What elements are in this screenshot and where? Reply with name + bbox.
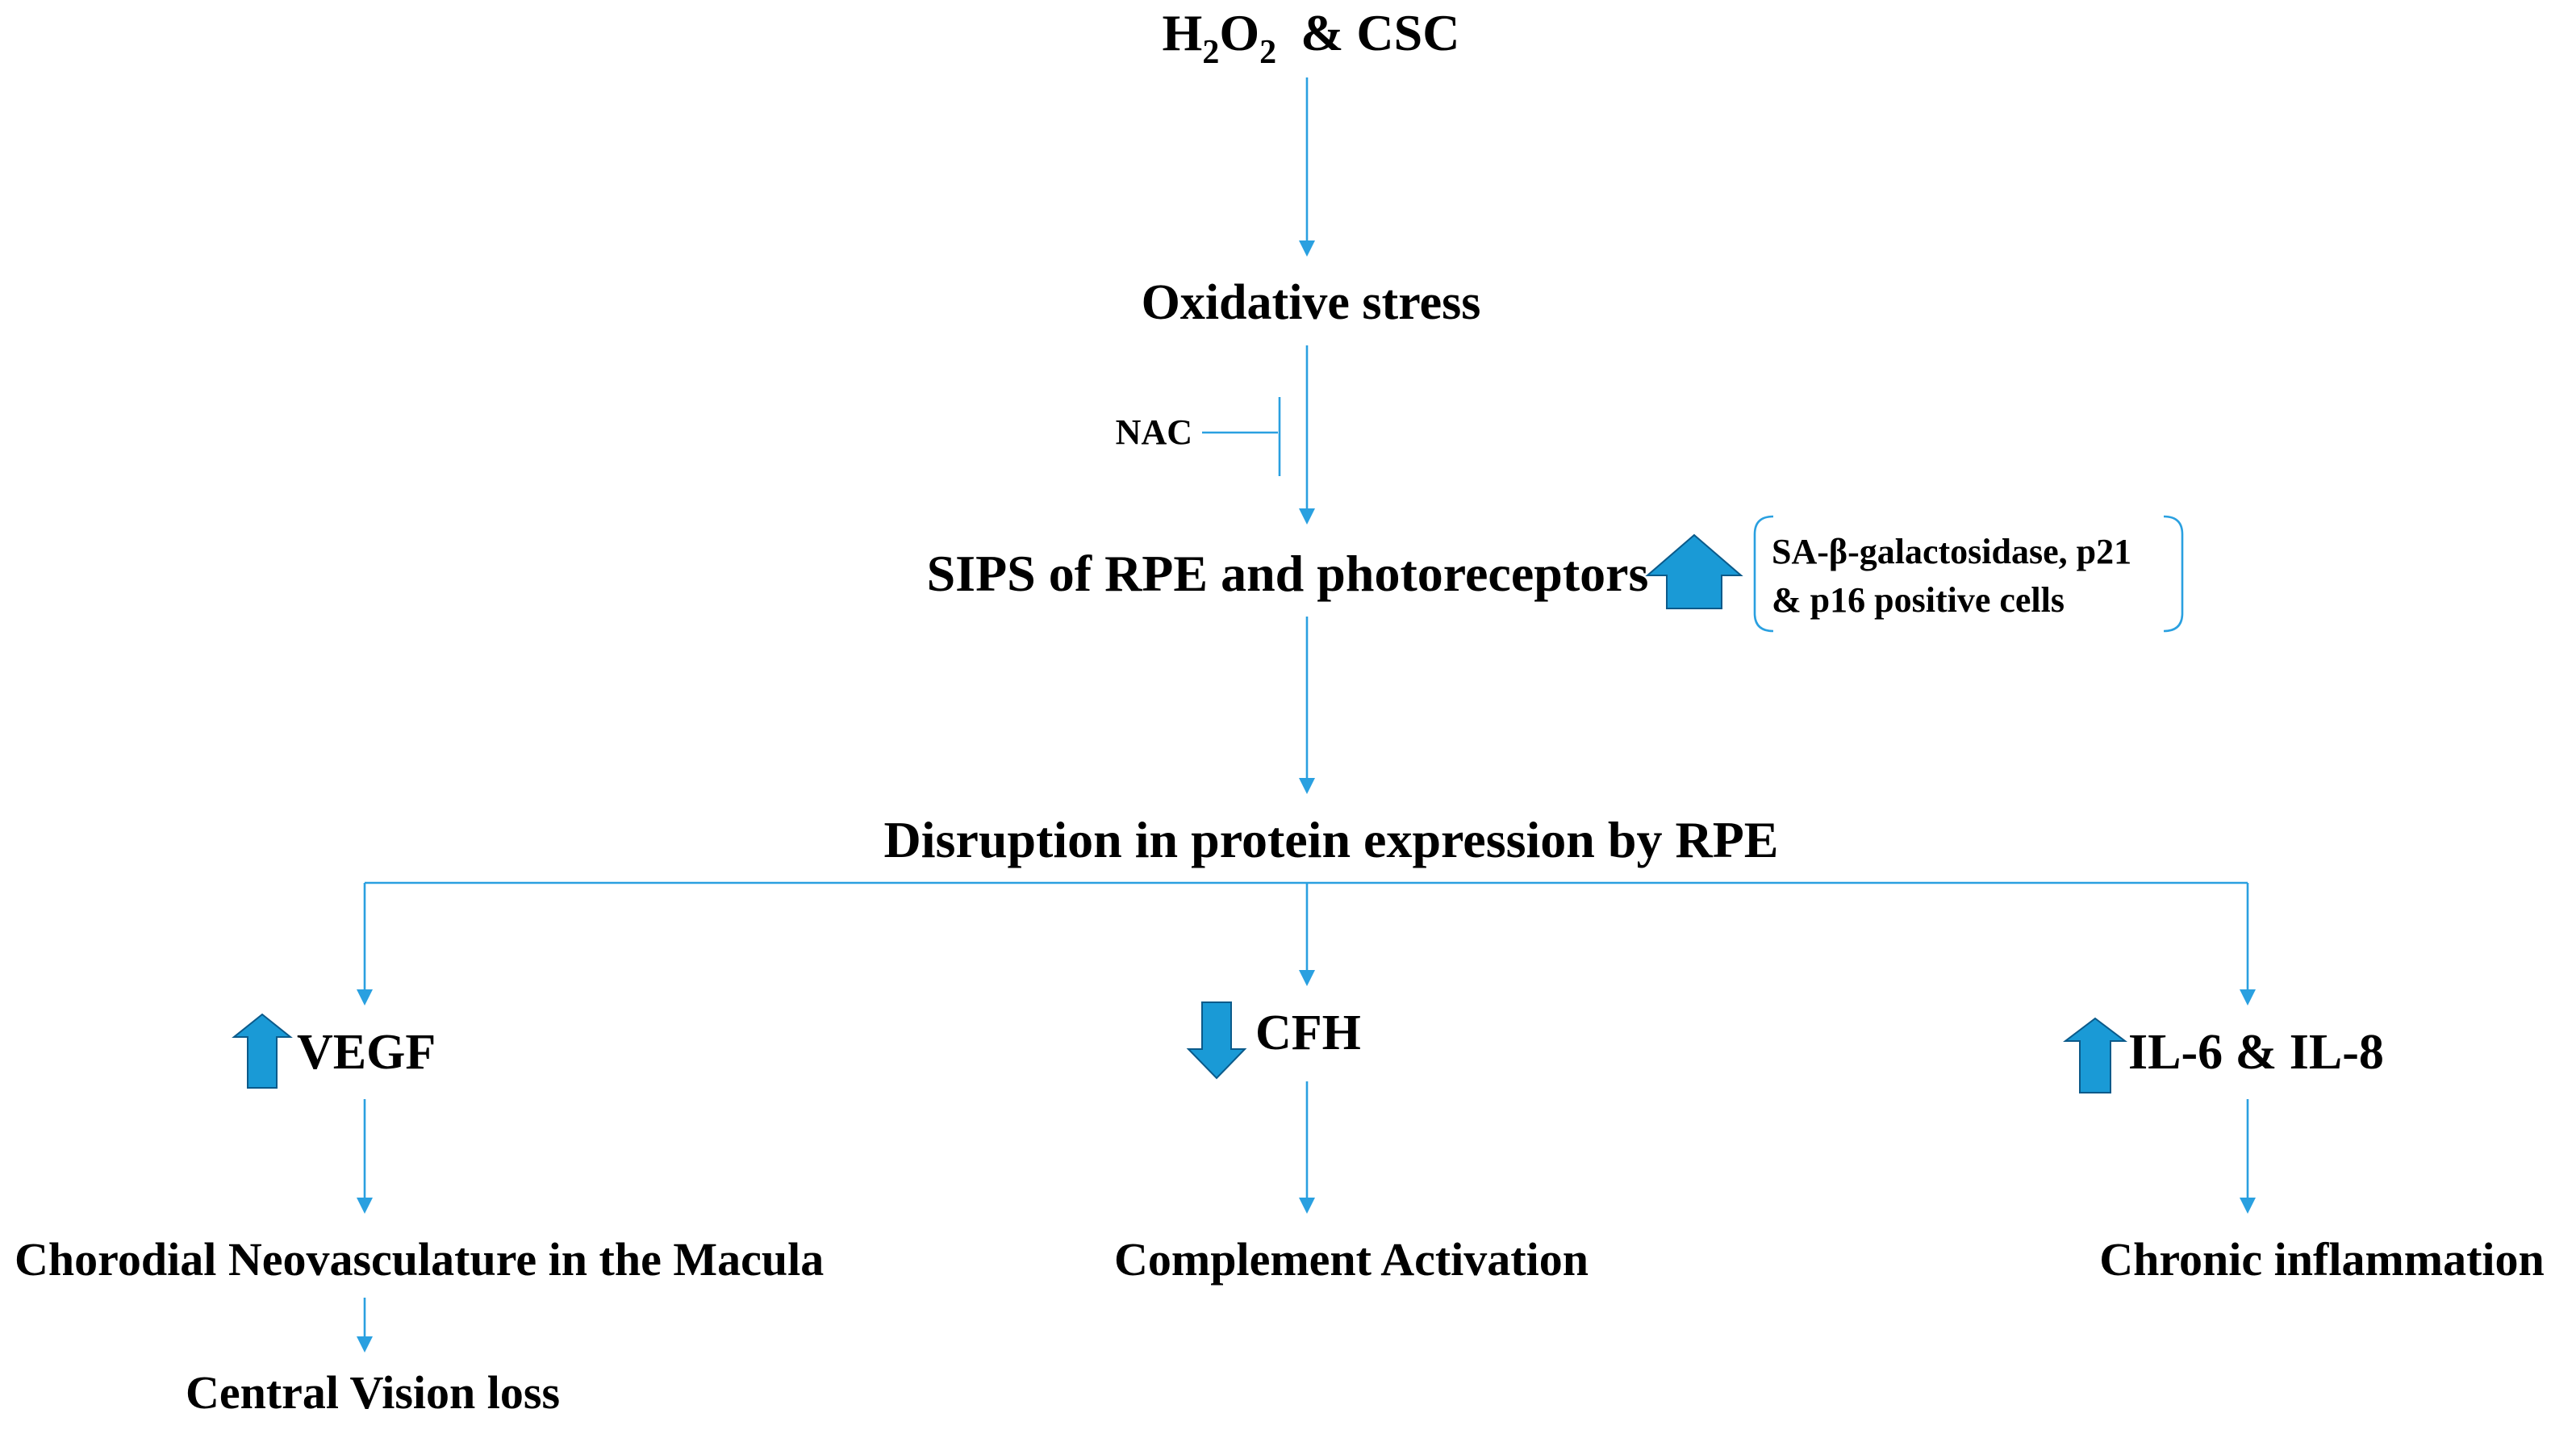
node-disruption: Disruption in protein expression by RPE bbox=[884, 811, 1779, 868]
node-source: H2O2& CSC bbox=[1163, 4, 1460, 71]
markers-line-1: SA-β-galactosidase, p21 bbox=[1772, 532, 2131, 571]
markers-line-2: & p16 positive cells bbox=[1772, 580, 2065, 620]
edge-stress-to-sips-head bbox=[1299, 508, 1315, 525]
node-cnv: Chorodial Neovasculature in the Macula bbox=[15, 1233, 824, 1286]
edge-cfh-to-complement-head bbox=[1299, 1198, 1315, 1214]
node-sips: SIPS of RPE and photoreceptors bbox=[927, 545, 1649, 602]
node-nac: NAC bbox=[1116, 412, 1192, 452]
node-inflammation: Chronic inflammation bbox=[2099, 1233, 2545, 1286]
source-o-sub: 2 bbox=[1259, 34, 1276, 71]
markers-bracket-right bbox=[2163, 515, 2184, 633]
vegf-up-arrow-icon bbox=[232, 1013, 293, 1089]
edge-cnv-to-vision-loss-head bbox=[357, 1336, 373, 1353]
branch-right-head bbox=[2240, 989, 2256, 1006]
cfh-down-arrow-icon bbox=[1186, 1001, 1247, 1080]
edge-sips-to-disruption-head bbox=[1299, 778, 1315, 794]
source-h: H bbox=[1163, 4, 1203, 61]
edge-vegf-to-cnv-head bbox=[357, 1198, 373, 1214]
source-h-sub: 2 bbox=[1202, 34, 1219, 71]
node-oxidative-stress: Oxidative stress bbox=[1142, 275, 1481, 330]
node-il: IL-6 & IL-8 bbox=[2128, 1025, 2384, 1080]
node-vegf: VEGF bbox=[297, 1025, 436, 1080]
branch-left-head bbox=[357, 989, 373, 1006]
sips-up-arrow-icon bbox=[1645, 533, 1743, 609]
markers-bracket-left bbox=[1753, 515, 1774, 633]
edge-source-to-stress-head bbox=[1299, 240, 1315, 257]
branch-center-head bbox=[1299, 970, 1315, 986]
source-rest: & CSC bbox=[1301, 4, 1459, 61]
edge-il-to-inflammation-head bbox=[2240, 1198, 2256, 1214]
source-o: O bbox=[1219, 4, 1259, 61]
il-up-arrow-icon bbox=[2063, 1017, 2127, 1093]
node-vision-loss: Central Vision loss bbox=[186, 1366, 560, 1419]
node-complement: Complement Activation bbox=[1114, 1233, 1589, 1286]
node-cfh: CFH bbox=[1255, 1006, 1361, 1060]
